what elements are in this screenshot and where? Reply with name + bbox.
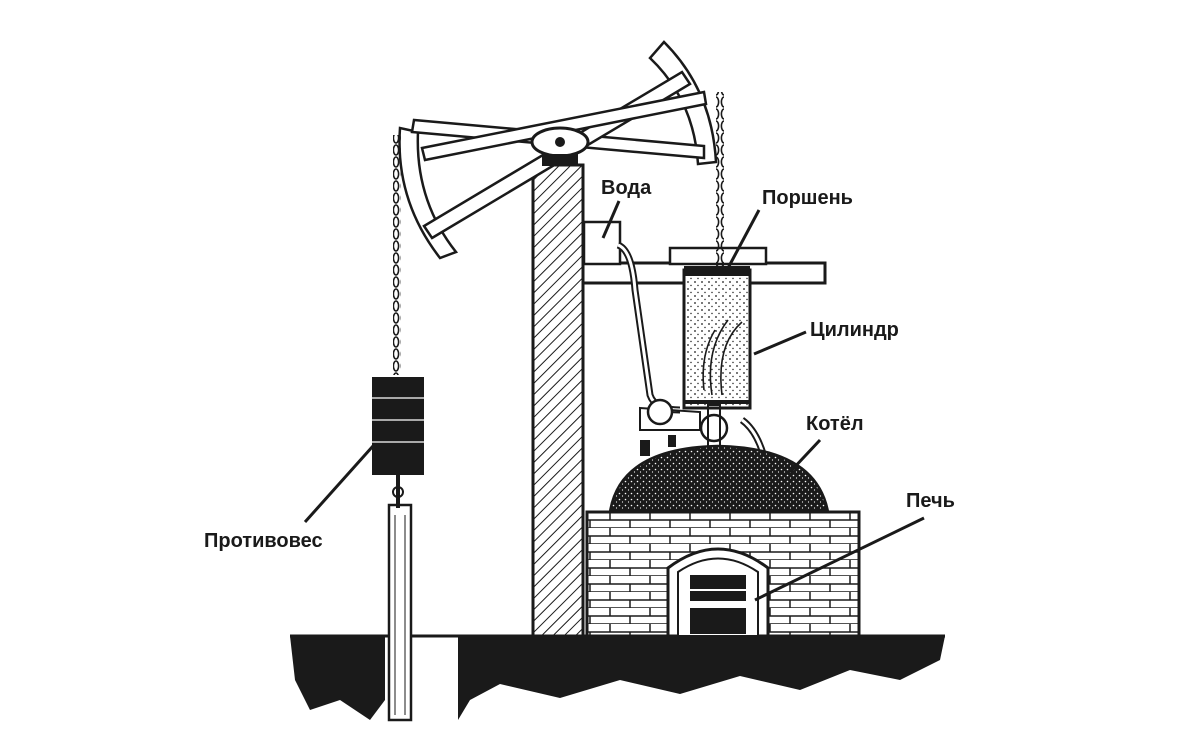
- valve-assembly: [639, 398, 729, 456]
- label-counterweight: Противовес: [204, 530, 323, 552]
- water-tank: [582, 220, 622, 266]
- label-furnace: Печь: [906, 490, 955, 512]
- piston: [684, 266, 750, 276]
- pump-chain: [393, 135, 401, 375]
- label-water: Вода: [601, 177, 652, 199]
- label-boiler: Котёл: [806, 413, 864, 435]
- rocking-beam: [398, 40, 718, 260]
- pump-shaft: [387, 503, 413, 722]
- label-cylinder: Цилиндр: [810, 319, 899, 341]
- support-column: [531, 163, 585, 639]
- label-piston: Поршень: [762, 187, 853, 209]
- boiler: [608, 444, 830, 514]
- leader-lines: [303, 200, 925, 602]
- furnace: [585, 510, 861, 638]
- piston-chain: [716, 92, 724, 268]
- counterweight: [372, 377, 424, 508]
